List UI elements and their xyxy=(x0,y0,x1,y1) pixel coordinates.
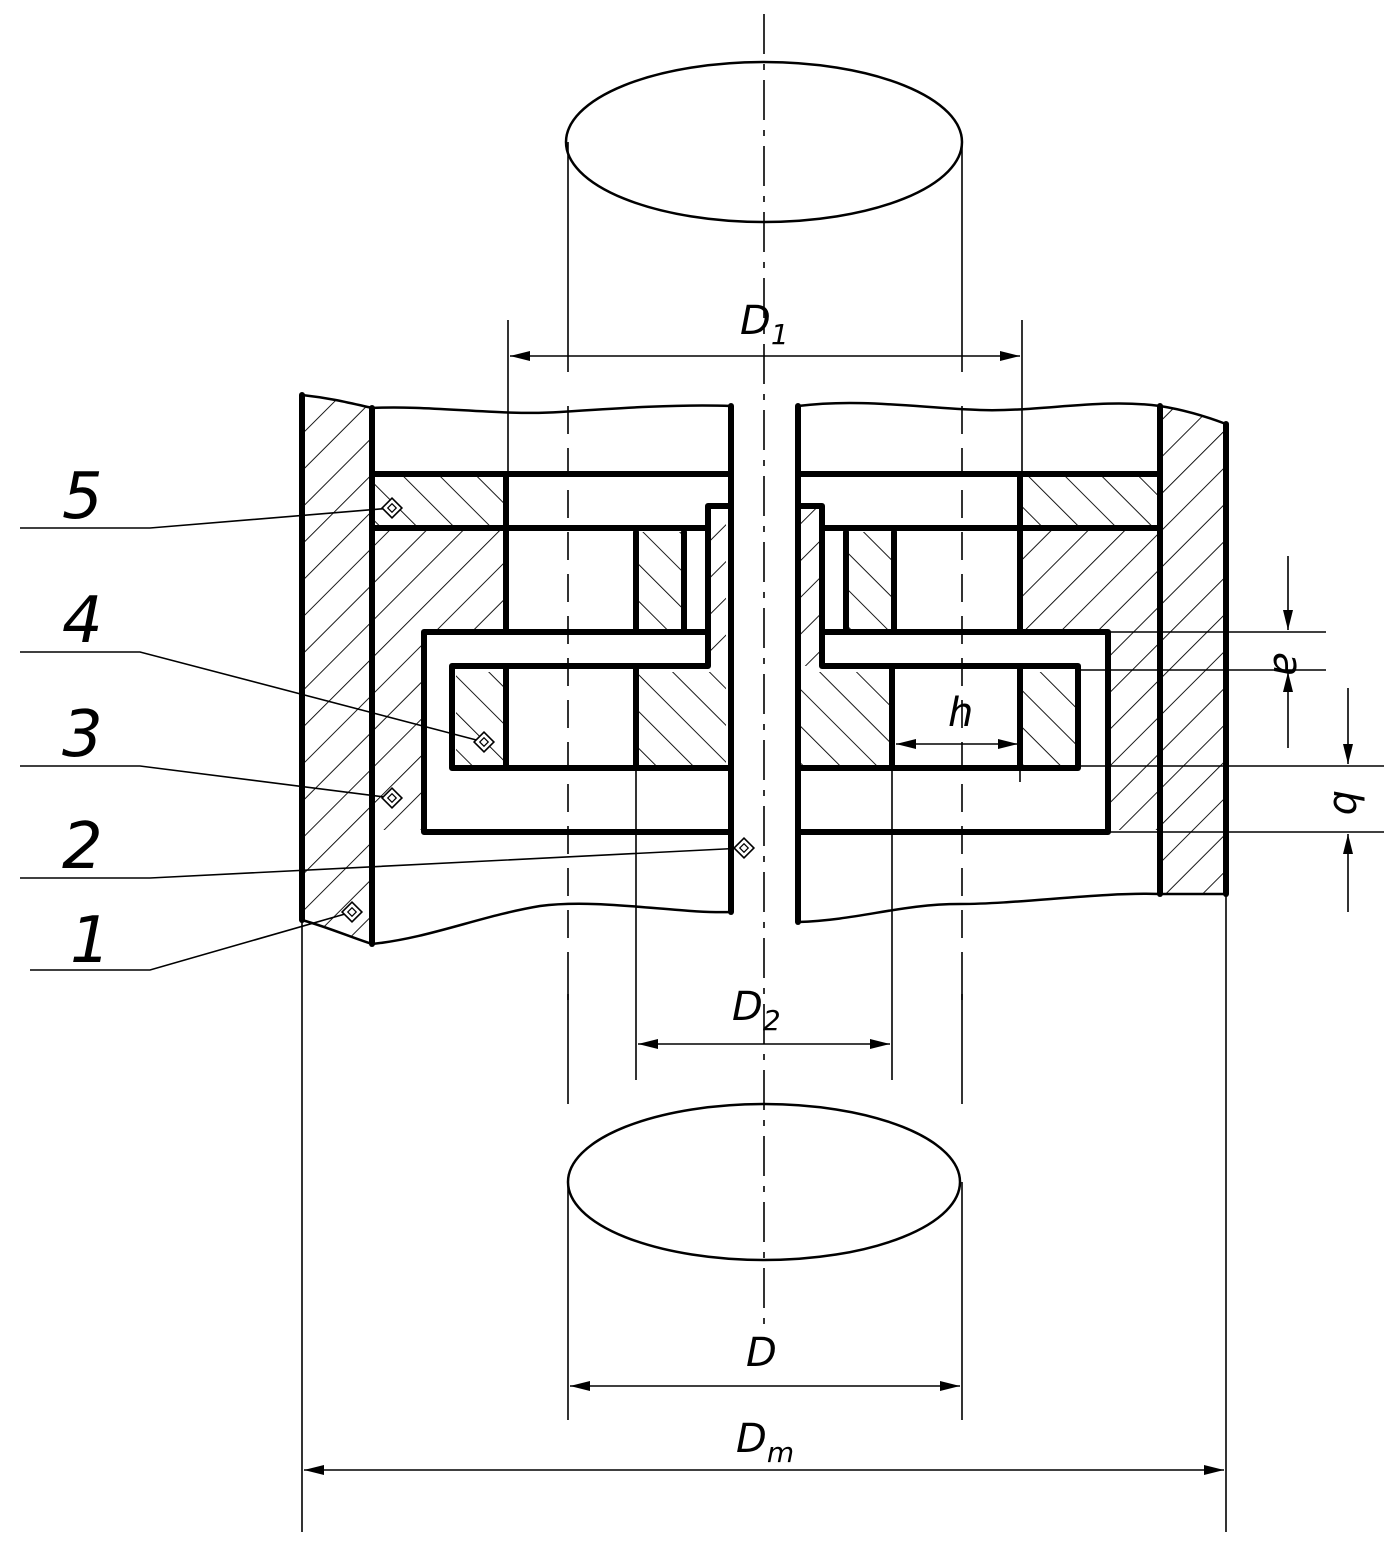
dim-label-dm: Dm xyxy=(736,1416,794,1469)
leader-part-3 xyxy=(20,765,393,799)
leader-part-4 xyxy=(20,651,485,743)
right-fin-hatch xyxy=(798,506,820,666)
leader-part-1 xyxy=(30,911,353,971)
left-ring-4-hatch xyxy=(456,672,506,768)
label-part-5: 5 xyxy=(62,460,103,534)
dim-label-d1-sub: 1 xyxy=(771,318,789,351)
left-fin-outline xyxy=(449,503,734,771)
left-inner-block-top-hatch xyxy=(636,532,684,632)
leader-part-5 xyxy=(20,507,393,529)
right-ring-4-hatch xyxy=(1020,672,1076,768)
dim-label-b: b xyxy=(1324,790,1370,815)
break-line-top-left xyxy=(301,393,732,415)
break-line-bottom-right xyxy=(797,892,1226,924)
break-line-top-right xyxy=(797,401,1227,426)
outer-ring-right-hatch xyxy=(1160,406,1226,894)
right-c-shape xyxy=(795,629,1111,835)
right-fin-outline xyxy=(795,503,1081,771)
label-part-1: 1 xyxy=(70,904,111,978)
leader-marker-4 xyxy=(472,730,496,754)
right-hub-hatch xyxy=(796,672,892,768)
dim-label-d2: D2 xyxy=(732,984,781,1037)
leader-part-2 xyxy=(20,847,745,879)
outer-ring-left-hatch xyxy=(302,395,372,944)
dim-label-d2-main: D xyxy=(732,984,763,1030)
dim-label-dm-main: D xyxy=(736,1416,767,1462)
leader-marker-3 xyxy=(380,786,404,810)
top-ring-right-hatch xyxy=(1020,476,1160,526)
left-c-shape xyxy=(421,629,734,835)
left-hub-hatch xyxy=(636,672,726,768)
dim-label-d: D xyxy=(746,1330,777,1376)
left-fin-hatch xyxy=(708,506,726,666)
leader-marker-1 xyxy=(340,900,364,924)
dim-label-a: a xyxy=(1264,652,1310,677)
left-body-hatch xyxy=(374,528,504,830)
dim-label-d1: D1 xyxy=(740,298,789,351)
break-line-bottom-left xyxy=(301,902,732,946)
dim-label-h: h xyxy=(948,690,973,736)
right-inner-block-top-hatch xyxy=(846,532,894,632)
right-body-hatch xyxy=(1020,528,1160,830)
leader-marker-5 xyxy=(380,496,404,520)
leader-marker-2 xyxy=(732,836,756,860)
label-part-4: 4 xyxy=(62,584,103,658)
dim-label-d1-main: D xyxy=(740,298,771,344)
dim-label-dm-sub: m xyxy=(767,1436,794,1469)
label-part-2: 2 xyxy=(62,810,103,884)
dim-label-d2-sub: 2 xyxy=(763,1004,781,1037)
label-part-3: 3 xyxy=(62,698,103,772)
